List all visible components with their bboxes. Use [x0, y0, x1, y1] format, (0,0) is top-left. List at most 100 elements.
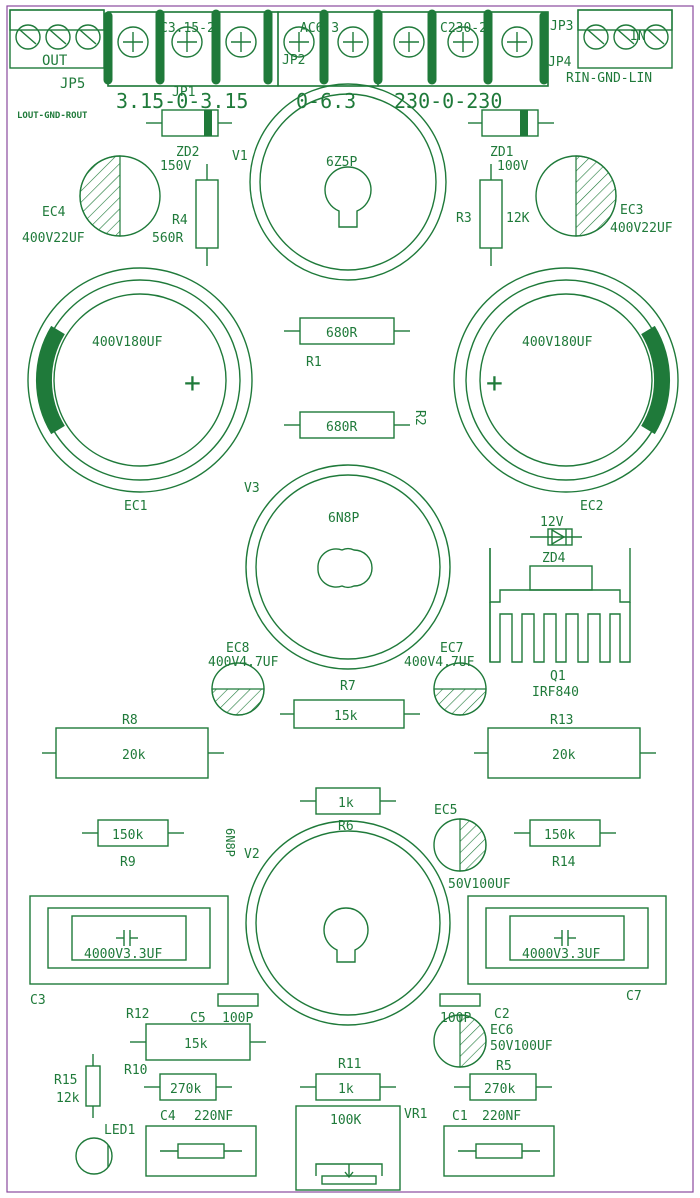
ec7-ref: EC7: [440, 641, 463, 656]
c4-capacitor: C4 220NF: [145, 1109, 257, 1177]
c3-ref: C3: [30, 993, 46, 1008]
r1-ref: R1: [306, 355, 322, 370]
r4-resistor: R4 560R: [152, 164, 219, 266]
screw-terminal-icon: [583, 24, 669, 50]
vr1-potentiometer: 100K VR1: [295, 1105, 427, 1191]
c7-film-capacitor: 4000V3.3UF C7: [467, 895, 667, 1004]
jp1-ref: JP1: [172, 85, 195, 100]
ec1-value: 400V180UF: [92, 335, 163, 350]
c3-film-capacitor: 4000V3.3UF C3: [29, 895, 229, 1008]
screw-terminal-icon: [117, 26, 533, 58]
q1-heatsink: Q1 IRF840: [489, 548, 631, 700]
r7-value: 15k: [334, 709, 358, 724]
zd4-ref: ZD4: [542, 551, 566, 566]
jp3-ref: JP3: [550, 19, 573, 34]
r15-ref: R15: [54, 1073, 77, 1088]
c4-ref: C4: [160, 1109, 176, 1124]
c7-ref: C7: [626, 989, 642, 1004]
zd2-value: 150V: [160, 159, 191, 174]
v1-type: 6Z5P: [326, 155, 357, 170]
r10-value: 270k: [170, 1082, 201, 1097]
screw-terminal-icon: [15, 24, 101, 50]
jp1-top-label: C3.15-2: [160, 21, 215, 36]
ec3-capacitor: EC3 400V22UF: [535, 155, 673, 237]
r7-ref: R7: [340, 679, 356, 694]
ec4-capacitor: EC4 400V22UF: [22, 155, 161, 246]
jp2-ref: JP2: [282, 53, 305, 68]
ec4-value: 400V22UF: [22, 231, 85, 246]
ec6-ref: EC6: [490, 1023, 513, 1038]
power-terminal-block: C3.15-2 AC6.3 C230-2 JP1 JP2 3.15-0-3.15…: [103, 9, 549, 113]
r7-resistor: R7 15k: [280, 679, 420, 729]
r13-value: 20k: [552, 748, 576, 763]
v2-ref: V2: [244, 847, 260, 862]
c5-capacitor: C5 100P: [190, 993, 259, 1026]
r14-resistor: 150k R14: [514, 819, 616, 870]
vr1-value: 100K: [330, 1113, 361, 1128]
v2-tube-socket: V2 6N8P: [223, 820, 451, 1026]
capacitor-icon: [116, 930, 138, 946]
ec6-capacitor: EC6 50V100UF: [433, 1014, 553, 1068]
r5-value: 270k: [484, 1082, 515, 1097]
r3-ref: R3: [456, 211, 472, 226]
ec1-polarity: +: [184, 366, 201, 399]
r4-value: 560R: [152, 231, 183, 246]
r11-value: 1k: [338, 1082, 354, 1097]
r6-value: 1k: [338, 796, 354, 811]
potentiometer-arrow-icon: [344, 1164, 354, 1179]
c2-ref: C2: [494, 1007, 510, 1022]
r10-resistor: R10 270k: [124, 1063, 232, 1101]
r6-ref: R6: [338, 819, 354, 834]
q1-ref: Q1: [550, 669, 566, 684]
v1-ref: V1: [232, 149, 248, 164]
r9-resistor: 150k R9: [82, 819, 184, 870]
zd4-zener: 12V ZD4: [530, 515, 582, 566]
r13-resistor: R13 20k: [474, 713, 656, 779]
r5-resistor: R5 270k: [454, 1059, 552, 1101]
c1-capacitor: C1 220NF: [443, 1109, 555, 1177]
r15-resistor: R15 12k: [54, 1054, 101, 1118]
ec5-ref: EC5: [434, 803, 457, 818]
jp230-voltage: 230-0-230: [394, 89, 502, 113]
r3-value: 12K: [506, 211, 530, 226]
r2-value: 680R: [326, 420, 357, 435]
c3-value: 4000V3.3UF: [84, 947, 162, 962]
jp230-top-label: C230-2: [440, 21, 487, 36]
jp3-connector: JP3 IN JP4 RIN-GND-LIN: [548, 9, 673, 86]
v3-type: 6N8P: [328, 511, 359, 526]
ec5-capacitor: EC5 50V100UF: [433, 803, 511, 892]
ec4-ref: EC4: [42, 205, 66, 220]
zd1-zener: ZD1 100V: [468, 109, 554, 174]
zd4-value: 12V: [540, 515, 564, 530]
jp1-voltage: 3.15-0-3.15: [116, 89, 248, 113]
led1-ref: LED1: [104, 1123, 135, 1138]
ec2-value: 400V180UF: [522, 335, 593, 350]
ec1-ref: EC1: [124, 499, 147, 514]
c7-value: 4000V3.3UF: [522, 947, 600, 962]
c1-ref: C1: [452, 1109, 468, 1124]
zd2-ref: ZD2: [176, 145, 199, 160]
v2-type: 6N8P: [223, 828, 237, 857]
jp2-top-label: AC6.3: [300, 21, 339, 36]
c1-value: 220NF: [482, 1109, 521, 1124]
led1: LED1: [75, 1123, 135, 1175]
v3-tube-socket: V3 6N8P: [244, 464, 451, 670]
r10-ref: R10: [124, 1063, 147, 1078]
r12-value: 15k: [184, 1037, 208, 1052]
r12-ref: R12: [126, 1007, 149, 1022]
jp5-ref: JP5: [60, 76, 85, 92]
jp5-desc: LOUT-GND-ROUT: [17, 111, 88, 121]
terminal-pins: [103, 9, 549, 85]
capacitor-icon: [554, 930, 576, 946]
r3-resistor: R3 12K: [456, 164, 530, 266]
ec8-ref: EC8: [226, 641, 249, 656]
r8-resistor: R8 20k: [42, 713, 224, 779]
ec5-value: 50V100UF: [448, 877, 511, 892]
ec8-value: 400V4.7UF: [208, 655, 279, 670]
r8-value: 20k: [122, 748, 146, 763]
diode-icon: [551, 528, 567, 546]
r1-value: 680R: [326, 326, 357, 341]
r1-resistor: 680R R1: [284, 317, 410, 370]
